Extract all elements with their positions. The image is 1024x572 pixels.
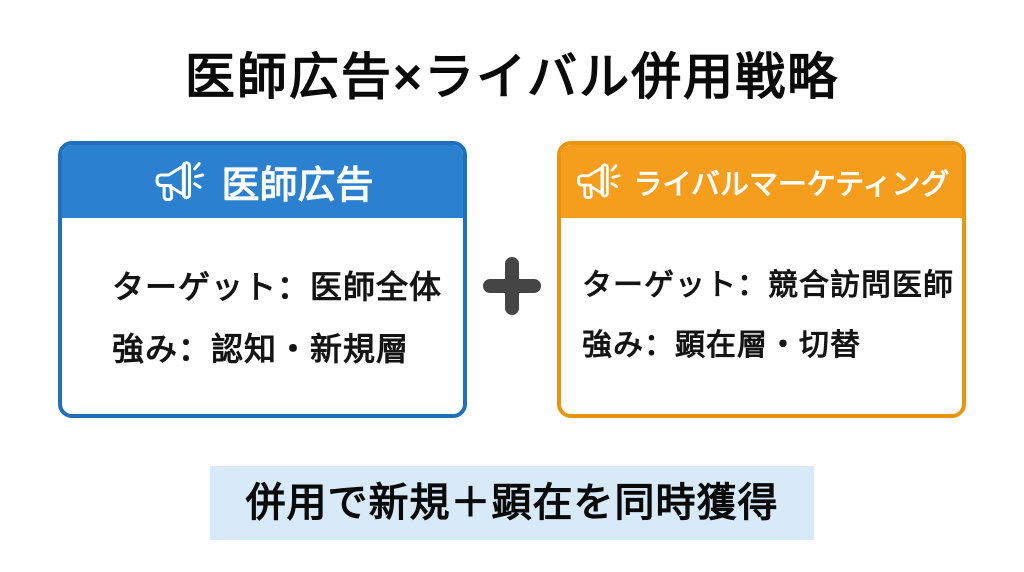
card-rival-marketing-title: ライバルマーケティング xyxy=(633,168,950,201)
strength-line: 強み：認知・新規層 xyxy=(112,331,410,367)
card-doctor-ads-header: 医師広告 xyxy=(62,145,463,218)
target-line: ターゲット：医師全体 xyxy=(112,269,443,305)
card-rival-marketing-body: ターゲット：競合訪問医師 強み：顕在層・切替 xyxy=(561,218,962,361)
plus-icon xyxy=(482,256,542,316)
card-rival-marketing-header: ライバルマーケティング xyxy=(561,145,962,218)
target-line: ターゲット：競合訪問医師 xyxy=(582,269,954,302)
card-doctor-ads-title: 医師広告 xyxy=(221,165,374,207)
card-doctor-ads-body: ターゲット：医師全体 強み：認知・新規層 xyxy=(62,218,463,365)
conclusion-text: 併用で新規＋顕在を同時獲得 xyxy=(245,481,779,525)
megaphone-icon xyxy=(577,162,621,199)
megaphone-icon xyxy=(156,160,205,201)
conclusion-banner: 併用で新規＋顕在を同時獲得 xyxy=(210,466,814,540)
slide-title: 医師広告×ライバル併用戦略 xyxy=(184,49,840,105)
strength-line: 強み：顕在層・切替 xyxy=(582,329,861,362)
card-doctor-ads: 医師広告 ターゲット：医師全体 強み：認知・新規層 xyxy=(58,141,467,418)
card-rival-marketing: ライバルマーケティング ターゲット：競合訪問医師 強み：顕在層・切替 xyxy=(557,141,966,418)
